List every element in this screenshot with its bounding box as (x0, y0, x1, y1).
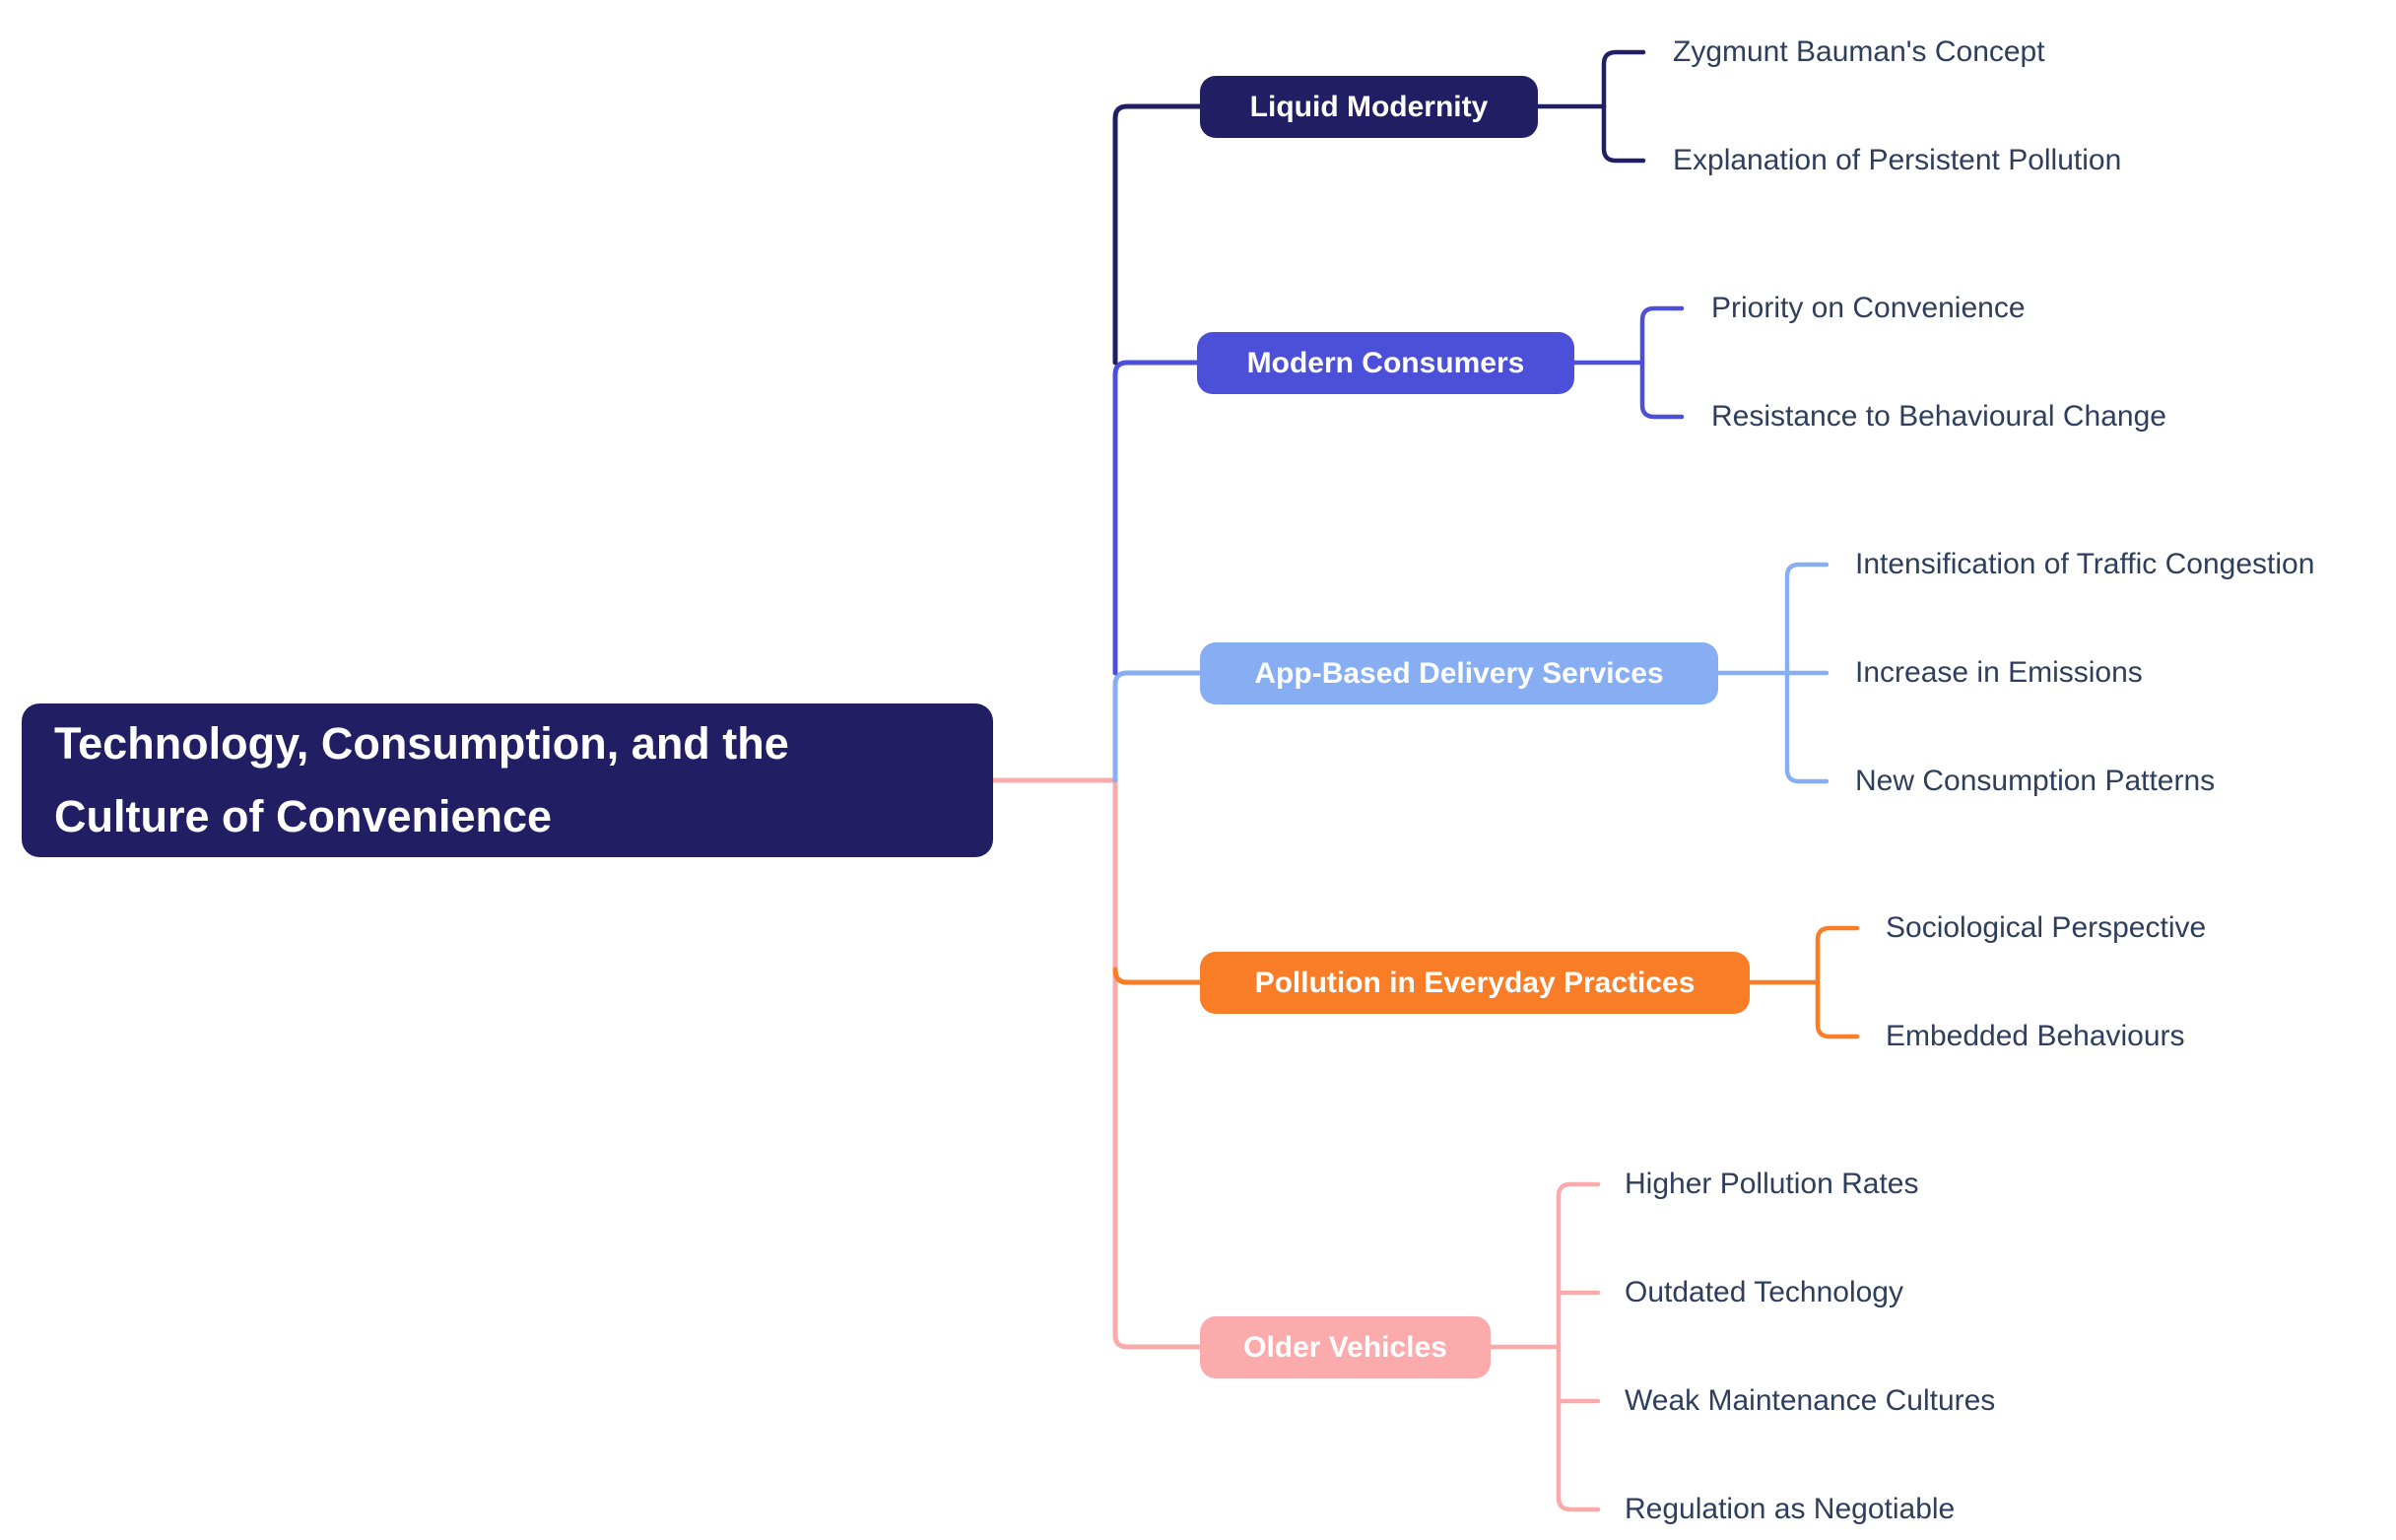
leaf-priority-on-convenience[interactable]: Priority on Convenience (1711, 292, 2026, 324)
bracket-older-vehicles (1556, 1181, 1601, 1512)
bracket-liquid-modernity (1601, 49, 1646, 164)
branch-label-app-based-delivery-services: App-Based Delivery Services (1254, 656, 1664, 690)
leaf-explanation-of-persistent-pollution[interactable]: Explanation of Persistent Pollution (1673, 144, 2122, 176)
branch-label-liquid-modernity: Liquid Modernity (1249, 90, 1489, 123)
root-node-label: Technology, Consumption, and the Culture… (54, 718, 789, 841)
branch-node-modern-consumers[interactable]: Modern Consumers (1197, 332, 1574, 394)
bracket-modern-consumers (1639, 305, 1685, 420)
branch-label-pollution-in-everyday-practices: Pollution in Everyday Practices (1254, 966, 1696, 999)
leaf-intensification-of-traffic-congestion[interactable]: Intensification of Traffic Congestion (1855, 548, 2315, 580)
leaf-resistance-to-behavioural-change[interactable]: Resistance to Behavioural Change (1711, 400, 2166, 433)
connector-root-to-app-based (1112, 670, 1203, 783)
branch-label-older-vehicles: Older Vehicles (1243, 1330, 1447, 1364)
connector-root-to-pollution (1112, 967, 1203, 985)
leaf-regulation-as-negotiable[interactable]: Regulation as Negotiable (1625, 1493, 1956, 1525)
root-node[interactable]: Technology, Consumption, and the Culture… (22, 703, 993, 857)
leaf-new-consumption-patterns[interactable]: New Consumption Patterns (1855, 765, 2216, 797)
bracket-pollution (1815, 925, 1860, 1039)
leaf-higher-pollution-rates[interactable]: Higher Pollution Rates (1625, 1168, 1919, 1200)
branch-label-modern-consumers: Modern Consumers (1246, 346, 1525, 379)
branch-node-pollution-in-everyday-practices[interactable]: Pollution in Everyday Practices (1200, 952, 1750, 1014)
branch-node-liquid-modernity[interactable]: Liquid Modernity (1200, 76, 1538, 138)
leaf-zygmunt-baumans-concept[interactable]: Zygmunt Bauman's Concept (1673, 35, 2045, 68)
connector-root-to-liquid-modernity (1112, 103, 1203, 366)
leaf-weak-maintenance-cultures[interactable]: Weak Maintenance Cultures (1625, 1384, 1996, 1417)
branch-node-app-based-delivery-services[interactable]: App-Based Delivery Services (1200, 642, 1718, 704)
leaf-sociological-perspective[interactable]: Sociological Perspective (1886, 911, 2207, 944)
leaf-embedded-behaviours[interactable]: Embedded Behaviours (1886, 1020, 2185, 1052)
leaf-outdated-technology[interactable]: Outdated Technology (1625, 1276, 1903, 1308)
bracket-app-based (1784, 562, 1830, 784)
connector-root-to-older-vehicles (990, 777, 1203, 1350)
connector-root-to-modern-consumers (1112, 360, 1200, 676)
branch-node-older-vehicles[interactable]: Older Vehicles (1200, 1316, 1491, 1378)
leaf-increase-in-emissions[interactable]: Increase in Emissions (1855, 656, 2143, 689)
